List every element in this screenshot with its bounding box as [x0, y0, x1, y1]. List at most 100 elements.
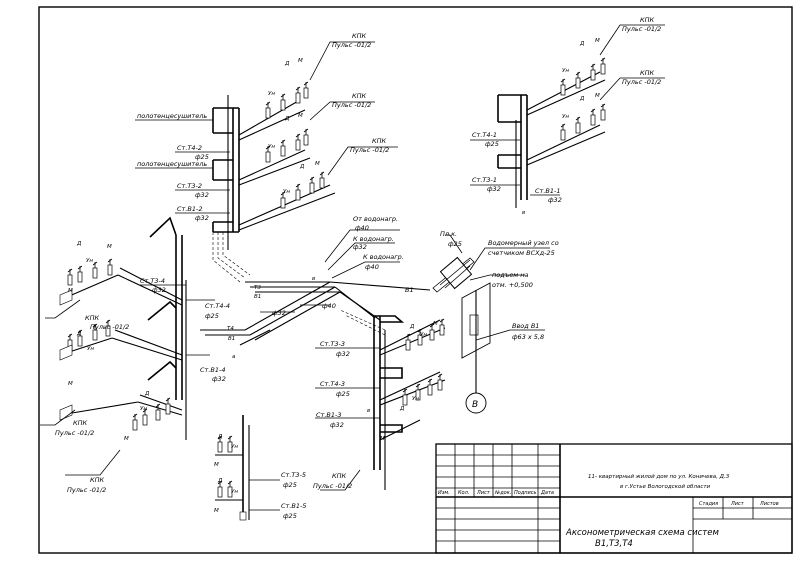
- diameter-label: ф25: [485, 140, 499, 148]
- tb-col-podpis: Подпись: [514, 490, 537, 496]
- line-b1: В1: [254, 294, 261, 300]
- main-lines: [200, 229, 550, 414]
- fixture-m: М: [595, 38, 600, 44]
- kpk-label: КПК: [640, 16, 655, 24]
- fixture-un: Ун: [562, 68, 569, 74]
- riser-group-left: [40, 216, 215, 476]
- riser-label: Ст.В1-1: [535, 187, 560, 195]
- diameter-label: ф25: [283, 481, 297, 489]
- water-meter-label: Водомерный узел со: [488, 239, 559, 247]
- fixture-d: Д: [76, 331, 82, 337]
- sheet-title-2: В1,Т3,Т4: [595, 539, 633, 549]
- fixture-m: М: [214, 508, 219, 514]
- fixture-d: Д: [144, 391, 150, 397]
- fixture-d: Д: [217, 478, 223, 484]
- riser-label: Ст.Т4-4: [205, 302, 230, 310]
- fixture-un: Ун: [283, 189, 290, 195]
- inlet-diameter: ф63 х 5,8: [512, 333, 544, 341]
- fixture-d: Д: [399, 406, 405, 412]
- tb-col-data: Дата: [540, 490, 554, 496]
- fixture-un: Ун: [268, 144, 275, 150]
- kpk-label: КПК: [85, 314, 100, 322]
- kpk-label: КПК: [352, 32, 367, 40]
- pl-k-label: Пл.к.: [440, 230, 457, 238]
- riser-label: Ст.Т3-2: [177, 182, 202, 190]
- diameter-label: ф25: [195, 153, 209, 161]
- fixture-m: М: [595, 93, 600, 99]
- line-b1: В1: [405, 286, 414, 294]
- line-t3: Т3: [254, 285, 261, 291]
- fixture-d: Д: [409, 324, 415, 330]
- fixture-d: Д: [76, 241, 82, 247]
- fixture-un: Ун: [86, 258, 93, 264]
- point-b: в: [522, 210, 525, 216]
- title-block-frame: [435, 443, 793, 554]
- fixture-m: М: [298, 113, 303, 119]
- riser-label: Ст.В1-3: [316, 411, 341, 419]
- diameter-label: ф25: [336, 390, 350, 398]
- diameter-label: ф32: [487, 185, 501, 193]
- kpk-label: КПК: [640, 69, 655, 77]
- diameter-label: ф32: [212, 375, 226, 383]
- fixture-un: Ун: [562, 114, 569, 120]
- fixture-d: Д: [299, 164, 305, 170]
- tb-col-kol: Кол.: [458, 490, 469, 496]
- riser-label: Ст.В1-5: [281, 502, 306, 510]
- puls-label: Пульс -01/2: [332, 101, 371, 109]
- kpk-label: КПК: [352, 92, 367, 100]
- line-t4: Т4: [227, 326, 234, 332]
- fixture-un: Ун: [268, 91, 275, 97]
- towel-dryer-label: полотенцесушитель: [137, 112, 207, 120]
- fixture-un: Ун: [231, 489, 238, 495]
- diameter-label: ф32: [152, 286, 166, 294]
- point-b: в: [312, 276, 315, 282]
- lift-label: подъем на: [492, 271, 529, 279]
- riser-group-right-center: [315, 309, 446, 491]
- diameter-label: ф40: [355, 224, 369, 232]
- puls-label: Пульс -01/2: [622, 25, 661, 33]
- riser-label: Ст.Т3-5: [281, 471, 306, 479]
- fixture-d: Д: [579, 41, 585, 47]
- fixture-m: М: [124, 436, 129, 442]
- fixture-d: Д: [284, 61, 290, 67]
- riser-label: Ст.Т3-1: [472, 176, 497, 184]
- fixture-m: М: [433, 321, 438, 327]
- axis-marker: В: [472, 400, 478, 410]
- tb-col-list: Лист: [476, 490, 491, 496]
- tb-col-ndok: №док.: [494, 490, 511, 496]
- fixture-m: М: [315, 161, 320, 167]
- puls-label: Пульс -01/2: [90, 323, 129, 331]
- tb-list: Лист: [730, 501, 745, 507]
- fixture-d: Д: [579, 96, 585, 102]
- project-name-line1: 11- квартирный жилой дом по ул. Коничева…: [588, 474, 730, 480]
- fixture-un: Ун: [231, 444, 238, 450]
- to-heater-label: К водонагр.: [353, 235, 394, 243]
- tb-stadia: Стадия: [699, 501, 718, 507]
- puls-label: Пульс -01/2: [332, 41, 371, 49]
- kpk-label: КПК: [332, 472, 347, 480]
- point-a: а: [232, 354, 236, 360]
- from-heater-label: От водонагр.: [353, 215, 398, 223]
- riser-label: Ст.Т4-3: [320, 380, 345, 388]
- fixture-m: М: [68, 381, 73, 387]
- drawing-frame: [38, 6, 793, 554]
- diameter-label: ф25: [205, 312, 219, 320]
- riser-group-center-top: [135, 41, 398, 283]
- tb-col-izm: Изм.: [438, 490, 450, 496]
- fixture-m: М: [107, 244, 112, 250]
- diameter-label: ф32: [195, 214, 209, 222]
- project-name-line2: в г.Устье Вологодской области: [620, 484, 711, 490]
- line-b1: В1: [228, 336, 235, 342]
- water-meter-label: счетчиком ВСХд-25: [488, 249, 555, 257]
- diameter-label: ф32: [548, 196, 562, 204]
- diameter-label: ф32: [272, 309, 286, 317]
- fixture-un: Ун: [140, 406, 147, 412]
- diameter-label: ф32: [330, 421, 344, 429]
- fixture-m: М: [214, 462, 219, 468]
- riser-label: Ст.Т4-2: [177, 144, 202, 152]
- fixture-un: Ун: [412, 396, 419, 402]
- kpk-label: КПК: [90, 476, 105, 484]
- lift-label: отм. +0,500: [492, 281, 533, 289]
- towel-dryer-label: полотенцесушитель: [137, 160, 207, 168]
